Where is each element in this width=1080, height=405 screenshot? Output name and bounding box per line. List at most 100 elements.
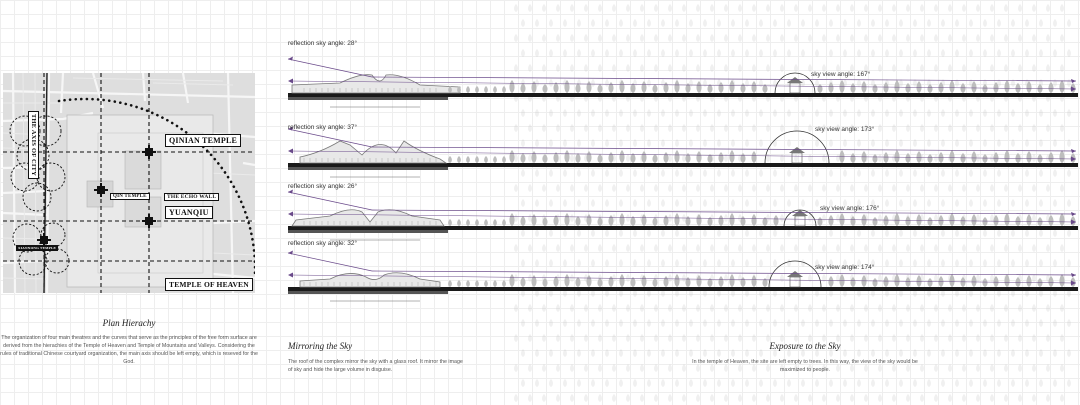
field-tree (514, 394, 518, 402)
field-tree (535, 229, 539, 237)
field-tree (822, 64, 826, 72)
field-tree (1053, 109, 1057, 117)
field-tree (829, 319, 833, 327)
field-tree (899, 49, 903, 57)
field-tree (787, 169, 791, 177)
field-tree (913, 259, 917, 267)
field-tree (738, 124, 742, 132)
section-tree (575, 216, 581, 226)
field-tree (535, 349, 539, 357)
field-tree (892, 244, 896, 252)
section-tree (531, 151, 537, 163)
field-tree (514, 154, 518, 162)
field-tree (822, 394, 826, 402)
field-tree (801, 349, 805, 357)
exposure-sky-title: Exposure to the Sky (769, 341, 841, 351)
field-tree (577, 379, 581, 387)
field-tree (927, 139, 931, 147)
field-tree (962, 304, 966, 312)
field-tree (745, 349, 749, 357)
field-tree (801, 379, 805, 387)
section-tree (894, 274, 900, 287)
field-tree (654, 4, 658, 12)
field-tree (605, 19, 609, 27)
field-tree (1025, 19, 1029, 27)
field-tree (766, 394, 770, 402)
field-tree (801, 319, 805, 327)
sight-line (289, 150, 1077, 160)
field-tree (1018, 364, 1022, 372)
field-tree (850, 34, 854, 42)
field-tree (780, 154, 784, 162)
field-tree (815, 139, 819, 147)
section-tree (641, 275, 647, 287)
field-tree (920, 184, 924, 192)
field-tree (759, 139, 763, 147)
field-tree (675, 319, 679, 327)
field-tree (556, 4, 560, 12)
field-tree (549, 109, 553, 117)
field-tree (675, 169, 679, 177)
field-tree (563, 169, 567, 177)
field-tree (731, 349, 735, 357)
field-tree (1039, 259, 1043, 267)
field-tree (843, 169, 847, 177)
field-tree (598, 334, 602, 342)
field-tree (759, 259, 763, 267)
field-tree (1060, 304, 1064, 312)
field-tree (1032, 214, 1036, 222)
field-tree (605, 109, 609, 117)
section-tree (696, 151, 702, 163)
field-tree (899, 109, 903, 117)
section-tree (1015, 153, 1021, 163)
field-tree (829, 229, 833, 237)
pavilion-roof (789, 147, 805, 153)
field-tree (703, 199, 707, 207)
field-tree (857, 169, 861, 177)
section-tree (652, 154, 658, 163)
arrow-head (1071, 212, 1076, 216)
section-tree (608, 152, 614, 163)
field-tree (591, 199, 595, 207)
field-tree (1060, 124, 1064, 132)
field-tree (682, 334, 686, 342)
field-tree (1018, 304, 1022, 312)
field-tree (682, 124, 686, 132)
field-tree (822, 4, 826, 12)
field-tree (1060, 244, 1064, 252)
field-tree (759, 319, 763, 327)
section-tree (1004, 213, 1010, 226)
section-tree (729, 213, 735, 226)
reflection-ray (287, 191, 373, 211)
field-tree (920, 394, 924, 402)
field-tree (962, 244, 966, 252)
field-tree (927, 349, 931, 357)
field-tree (962, 34, 966, 42)
field-tree (668, 364, 672, 372)
section-tree (575, 277, 581, 287)
section-tree (927, 217, 933, 226)
section-tree (597, 278, 603, 287)
field-tree (668, 334, 672, 342)
field-tree (969, 109, 973, 117)
field-tree (570, 334, 574, 342)
field-tree (969, 199, 973, 207)
field-tree (556, 244, 560, 252)
field-tree (514, 4, 518, 12)
field-tree (528, 124, 532, 132)
field-tree (836, 394, 840, 402)
field-tree (549, 379, 553, 387)
section-tree (509, 213, 515, 226)
field-tree (745, 19, 749, 27)
field-tree (766, 4, 770, 12)
field-tree (1004, 364, 1008, 372)
field-tree (668, 304, 672, 312)
field-tree (871, 349, 875, 357)
field-tree (1004, 64, 1008, 72)
field-tree (689, 259, 693, 267)
field-tree (738, 34, 742, 42)
field-tree (1067, 259, 1071, 267)
field-tree (815, 169, 819, 177)
reflection-ray (371, 76, 1077, 82)
field-tree (927, 319, 931, 327)
